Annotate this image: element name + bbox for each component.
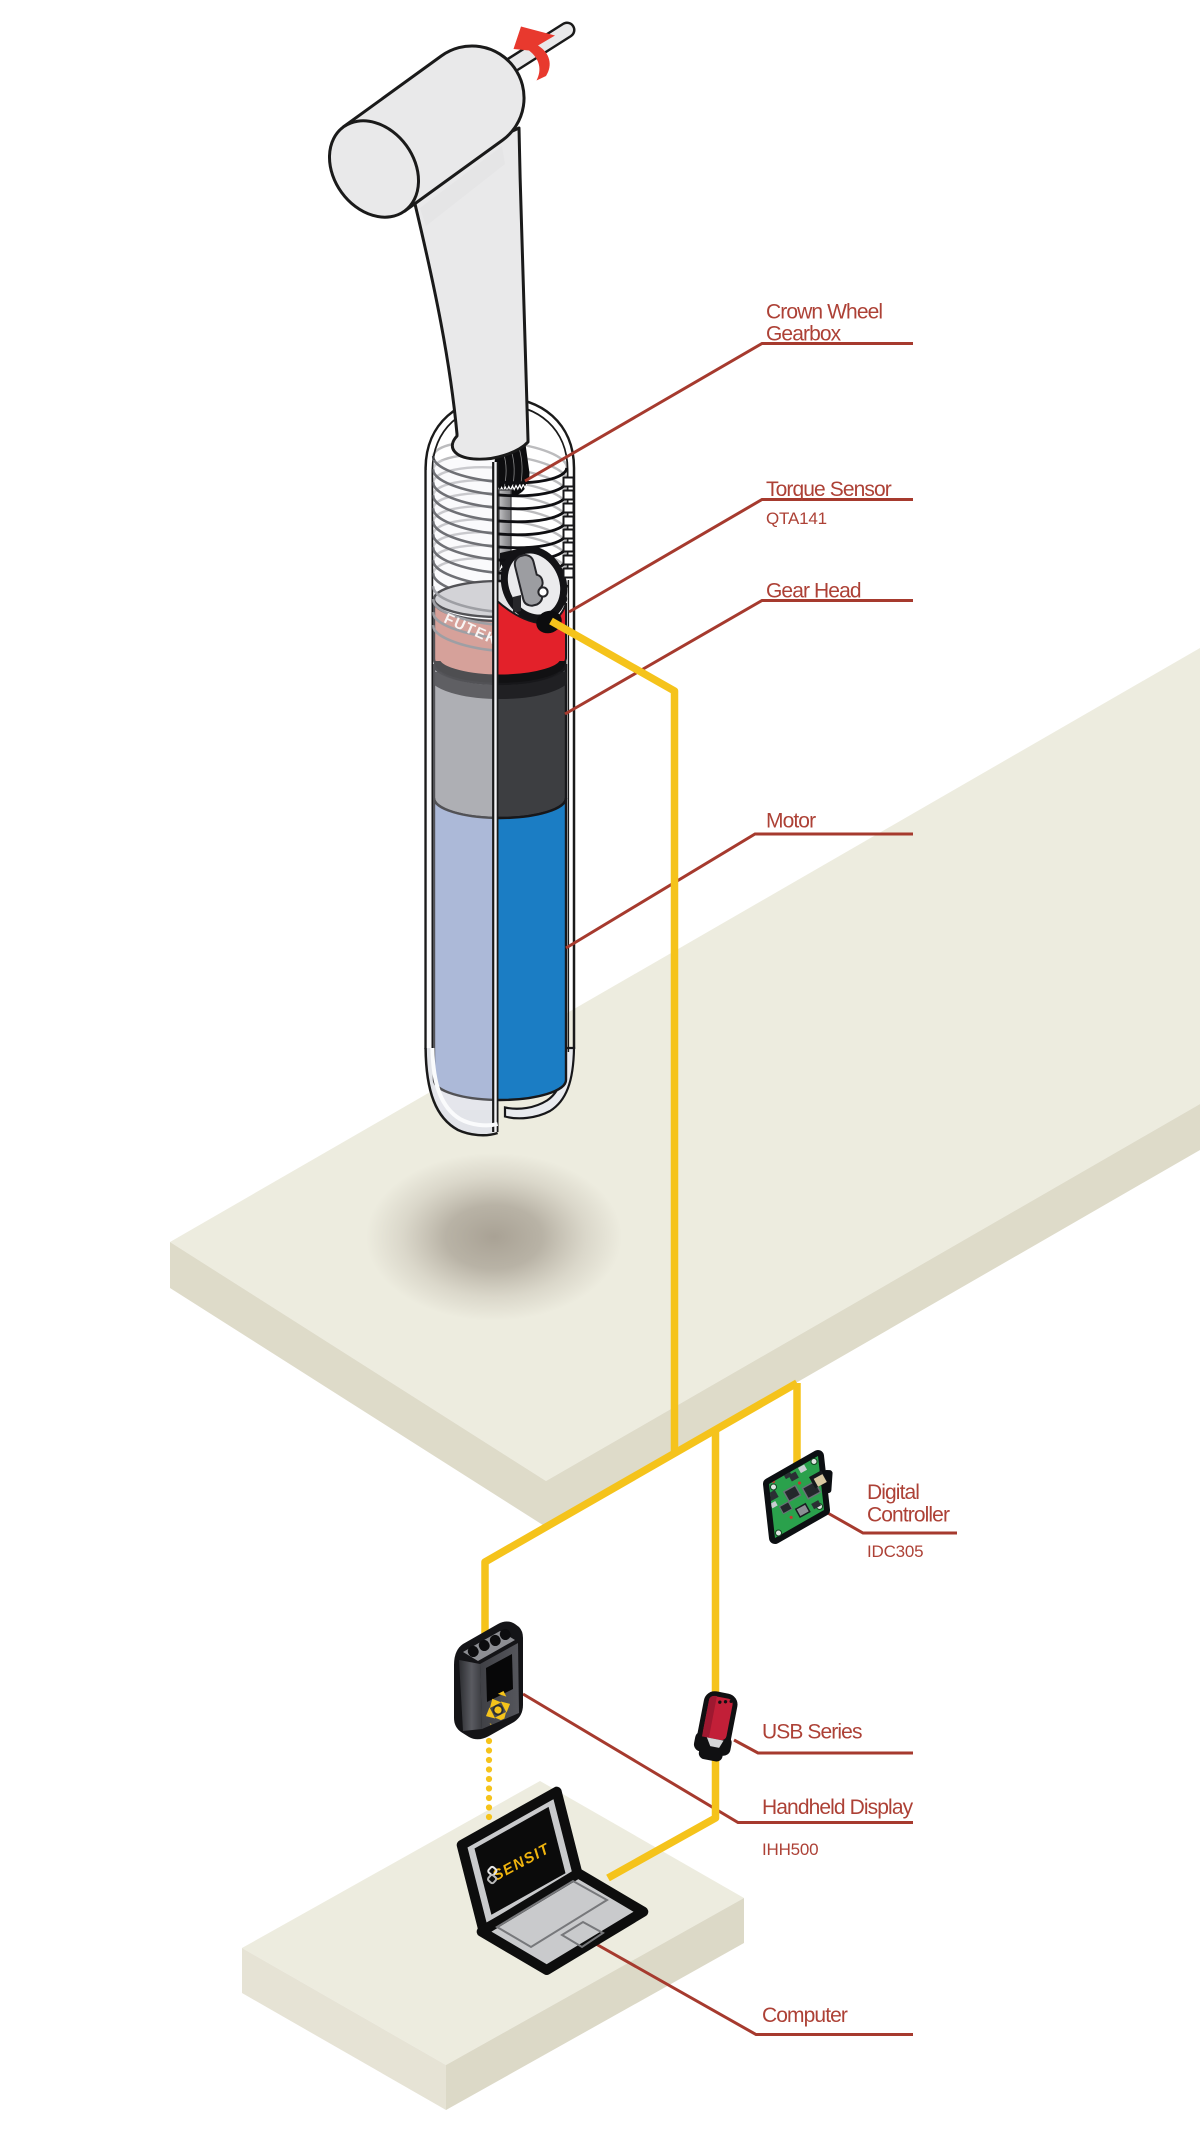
svg-text:USB Series: USB Series (762, 1721, 862, 1744)
svg-text:Digital: Digital (867, 1481, 919, 1504)
svg-text:Crown Wheel: Crown Wheel (766, 301, 882, 324)
svg-text:Controller: Controller (867, 1504, 950, 1527)
svg-text:Gearbox: Gearbox (766, 323, 842, 346)
svg-text:Computer: Computer (762, 2004, 848, 2027)
svg-text:Motor: Motor (766, 810, 816, 833)
svg-text:Gear Head: Gear Head (766, 580, 861, 603)
svg-text:Handheld Display: Handheld Display (762, 1796, 914, 1819)
svg-text:Torque Sensor: Torque Sensor (766, 478, 892, 501)
svg-text:IHH500: IHH500 (762, 1840, 818, 1859)
svg-text:IDC305: IDC305 (867, 1542, 923, 1561)
svg-text:QTA141: QTA141 (766, 509, 827, 528)
